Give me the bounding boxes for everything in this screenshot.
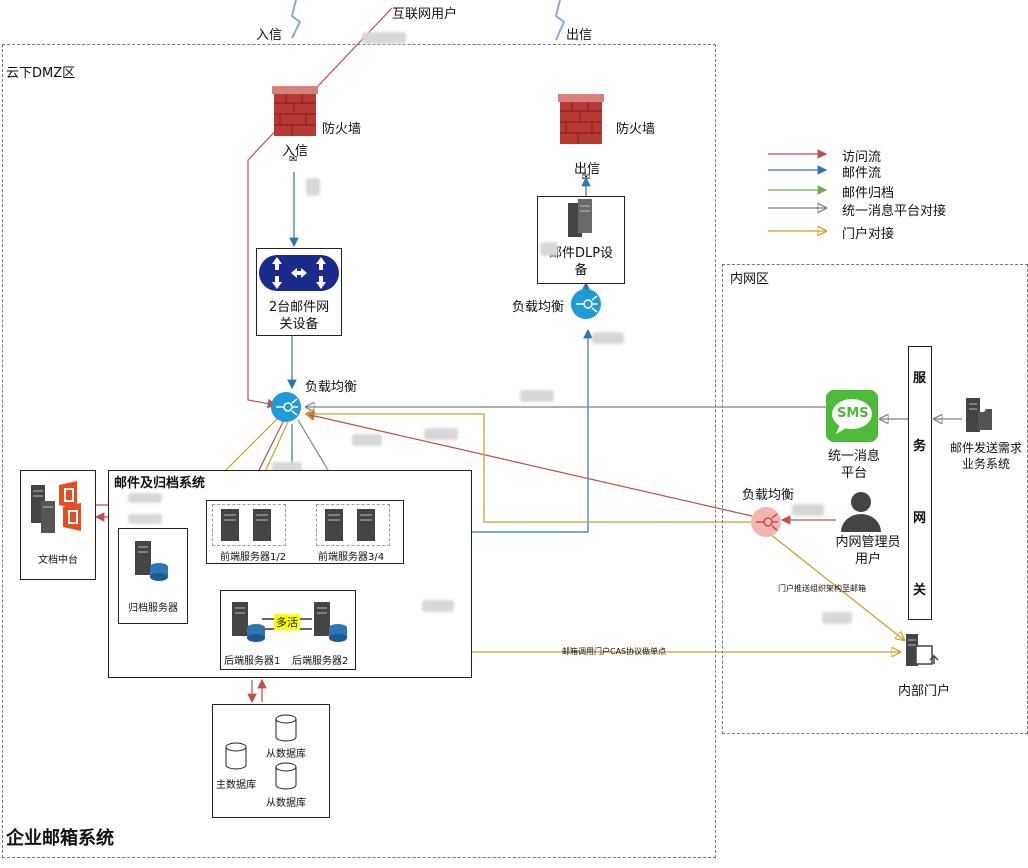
lb-dlp-label: 负载均衡 [512, 300, 565, 315]
sms-icon-text: SMS [837, 406, 869, 421]
load-balancer-icon [570, 288, 602, 320]
master-db-icon [224, 742, 248, 770]
server-icon [221, 509, 271, 541]
gateway-router-icon [259, 255, 339, 291]
server-icon [325, 509, 375, 541]
firewall-outbound [558, 94, 604, 146]
archive-server-label: 归档服务器 [128, 603, 178, 614]
frontend-34-group [316, 504, 390, 546]
legend-mail-flow: 邮件流 [842, 166, 882, 181]
mail-envelope-icon: ✉ [289, 154, 298, 165]
business-system-icon [964, 396, 994, 436]
frontend-34-label: 前端服务器3/4 [318, 552, 385, 563]
business-system-label: 邮件发送需求业务系统 [949, 441, 1022, 471]
database-server-icon [135, 541, 168, 581]
slave-db-1-icon [274, 714, 298, 742]
load-balancer-icon [750, 506, 782, 538]
legend-mail-archive: 邮件归档 [842, 186, 895, 201]
firewall-icon [558, 94, 604, 144]
sms-icon: SMS [826, 390, 878, 442]
sms-label: 统一消息平台 [827, 449, 880, 481]
slave-db-1-label: 从数据库 [266, 749, 306, 760]
lb-main-label: 负载均衡 [305, 380, 358, 395]
dlp-box: 邮件DLP设备 [537, 196, 625, 284]
doc-center-box: 文档中台 [20, 470, 96, 580]
mail-archive-system-label: 邮件及归档系统 [114, 476, 206, 491]
portal-push-note: 门户推送组织架构至邮箱 [778, 584, 866, 593]
mail-gateway-label: 2台邮件网关设备 [268, 300, 330, 332]
backend-2-icon [308, 598, 358, 646]
legend-message-platform: 统一消息平台对接 [842, 204, 947, 219]
internet-users-label: 互联网用户 [392, 7, 458, 22]
database-server-icon [232, 602, 265, 642]
slave-db-2-icon [274, 762, 298, 790]
internal-portal-icon [904, 632, 944, 672]
lb-intranet-label: 负载均衡 [742, 488, 795, 503]
doc-center-label: 文档中台 [38, 555, 78, 566]
firewall-outbound-label: 防火墙 [616, 122, 656, 137]
firewall-inbound-sub: 入信 [282, 144, 309, 159]
slave-db-2-label: 从数据库 [266, 798, 306, 809]
admin-user-icon [838, 490, 884, 532]
admin-user-label: 内网管理员用户 [835, 535, 901, 567]
firewall-icon [272, 86, 318, 136]
mail-envelope-icon: ✉ [582, 172, 591, 183]
outbound-top-label: 出信 [566, 28, 593, 43]
cas-note: 邮箱调用门户CAS协议做单点 [562, 647, 667, 656]
dlp-label: 邮件DLP设备 [548, 246, 614, 278]
backend-2-label: 后端服务器2 [292, 656, 349, 667]
intranet-zone-label: 内网区 [730, 272, 770, 287]
service-gateway-box: 服 务 网 关 [908, 346, 932, 620]
frontend-12-label: 前端服务器1/2 [220, 552, 287, 563]
service-gateway-char-3: 网 [913, 511, 927, 526]
load-balancer-icon [270, 391, 302, 423]
mail-gateway-box: 2台邮件网关设备 [256, 248, 342, 336]
service-gateway-char-4: 关 [913, 583, 927, 598]
inbound-top-label: 入信 [256, 28, 283, 43]
legend-access-flow: 访问流 [842, 150, 882, 165]
internal-portal-label: 内部门户 [898, 684, 951, 699]
database-server-icon [314, 602, 347, 642]
service-gateway-char-1: 服 [913, 371, 927, 386]
master-db-label: 主数据库 [216, 780, 256, 791]
backend-1-label: 后端服务器1 [224, 656, 281, 667]
frontend-12-group [212, 504, 286, 546]
firewall-inbound [272, 86, 318, 138]
archive-server-box: 归档服务器 [118, 528, 188, 624]
service-gateway-char-2: 务 [913, 439, 927, 454]
active-active-badge: 多活 [274, 614, 300, 630]
firewall-outbound-sub: 出信 [574, 162, 601, 177]
office-server-icon [31, 481, 81, 533]
backend-1-icon [226, 598, 276, 646]
firewall-inbound-label: 防火墙 [322, 122, 362, 137]
diagram-title: 企业邮箱系统 [6, 828, 114, 849]
legend-portal: 门户对接 [842, 227, 895, 242]
dmz-zone-label: 云下DMZ区 [6, 66, 76, 81]
dmz-zone [2, 44, 716, 858]
server-icon [568, 199, 592, 237]
